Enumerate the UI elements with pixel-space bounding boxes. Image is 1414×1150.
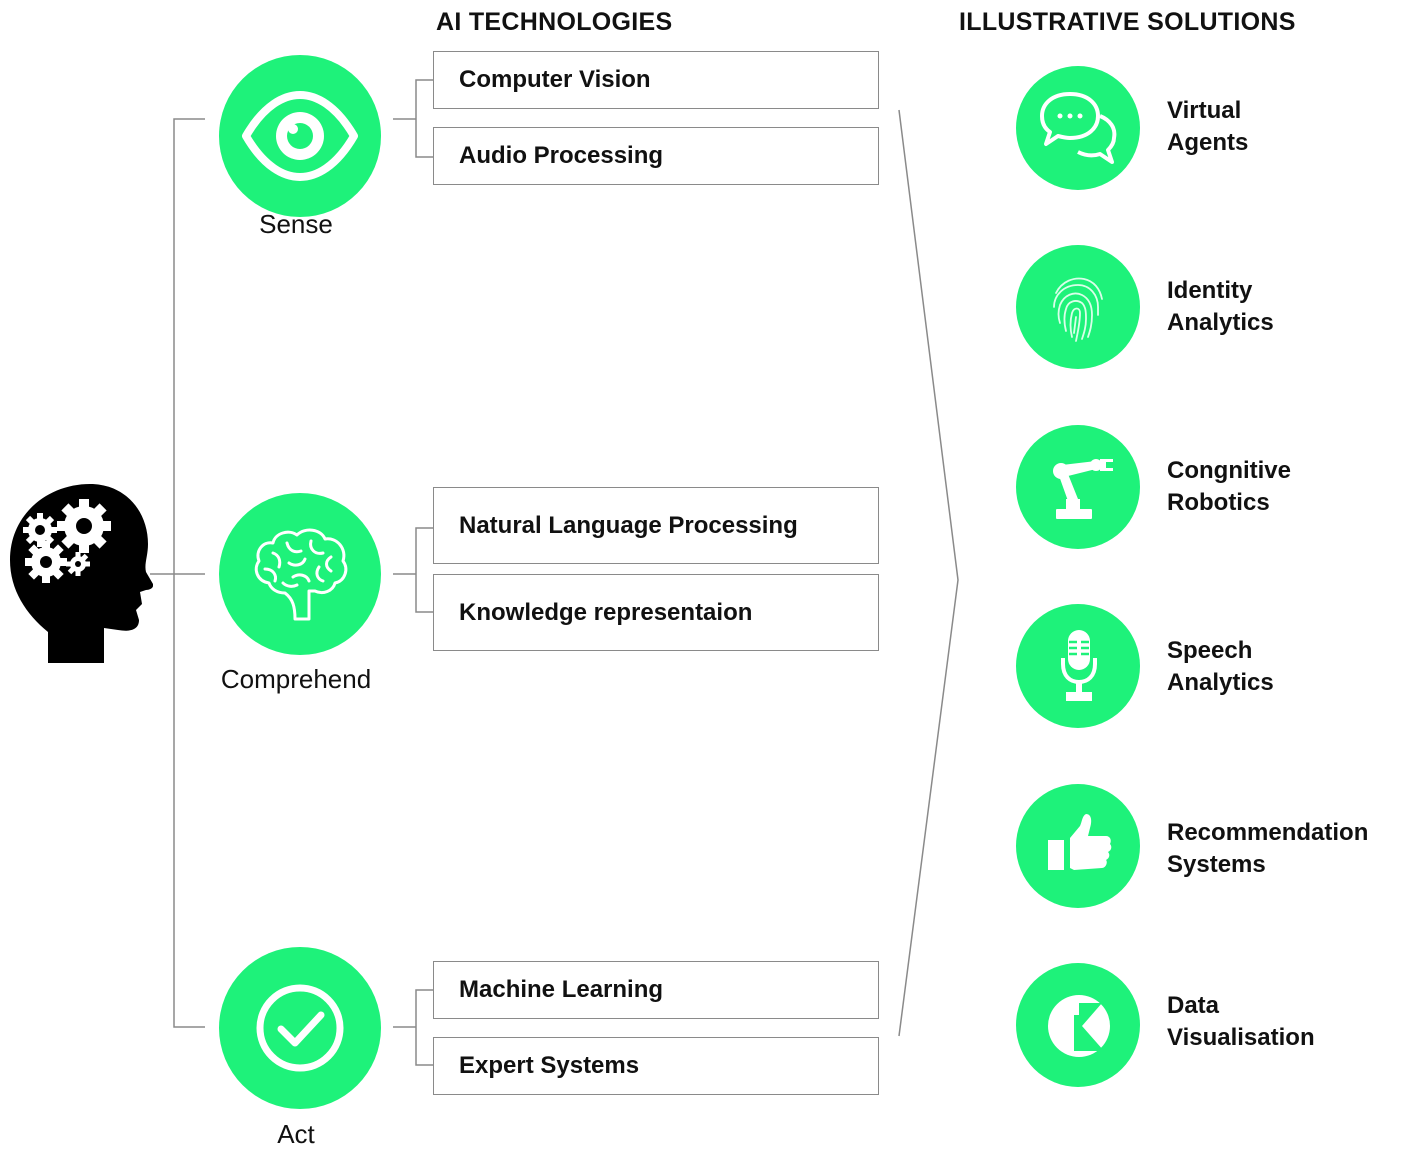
solution-label-data-visualisation: Data Visualisation (1167, 990, 1315, 1054)
solution-line2: Visualisation (1167, 1024, 1315, 1051)
solution-line1: Data (1167, 992, 1220, 1019)
solutions-heading: ILLUSTRATIVE SOLUTIONS (959, 8, 1296, 36)
solution-line1: Identity (1167, 277, 1253, 304)
fingerprint-icon (1050, 273, 1106, 343)
solution-label-virtual-agents: Virtual Agents (1167, 95, 1248, 159)
tech-box-audio-processing: Audio Processing (433, 127, 879, 185)
solution-line2: Robotics (1167, 489, 1270, 516)
chevron-arrow (898, 109, 959, 1037)
solution-label-recommendation-systems: Recommendation Systems (1167, 817, 1368, 881)
solution-circle-cognitive-robotics (1016, 425, 1140, 549)
chart-logo-icon (1046, 993, 1112, 1059)
eye-icon (240, 91, 360, 181)
stage-label-act: Act (277, 1119, 315, 1149)
act-circle (219, 947, 381, 1109)
technologies-heading: AI TECHNOLOGIES (436, 8, 673, 36)
robot-arm-icon (1050, 451, 1114, 525)
tech-box-computer-vision: Computer Vision (433, 51, 879, 109)
stage-label-sense: Sense (259, 209, 333, 239)
tech-box-machine-learning: Machine Learning (433, 961, 879, 1019)
chat-bubbles-icon (1038, 90, 1120, 166)
solution-line1: Recommendation (1167, 819, 1369, 846)
solution-line1: Speech (1167, 637, 1253, 664)
solution-line1: Congnitive (1167, 457, 1291, 484)
solution-label-cognitive-robotics: Congnitive Robotics (1167, 455, 1291, 519)
solution-line2: Agents (1167, 129, 1249, 156)
stage-label-comprehend: Comprehend (220, 664, 372, 694)
solution-circle-data-visualisation (1016, 963, 1140, 1087)
solution-line2: Analytics (1167, 309, 1274, 336)
spine-line (173, 118, 205, 1028)
solution-label-identity-analytics: Identity Analytics (1167, 275, 1274, 339)
tech-box-knowledge-representation: Knowledge representaion (433, 574, 879, 651)
solution-line2: Analytics (1167, 669, 1274, 696)
solution-circle-virtual-agents (1016, 66, 1140, 190)
sense-circle (219, 55, 381, 217)
thumbs-up-icon (1046, 812, 1112, 874)
tech-box-natural-language-processing: Natural Language Processing (433, 487, 879, 564)
tech-box-expert-systems: Expert Systems (433, 1037, 879, 1095)
solution-circle-identity-analytics (1016, 245, 1140, 369)
solution-circle-recommendation-systems (1016, 784, 1140, 908)
brain-icon (249, 523, 351, 625)
solution-circle-speech-analytics (1016, 604, 1140, 728)
solution-line2: Systems (1167, 851, 1266, 878)
solution-label-speech-analytics: Speech Analytics (1167, 635, 1274, 699)
checkmark-icon (255, 983, 345, 1073)
head-with-gears-icon (8, 482, 153, 664)
microphone-icon (1060, 628, 1098, 704)
comprehend-circle (219, 493, 381, 655)
solution-line1: Virtual (1167, 97, 1242, 124)
